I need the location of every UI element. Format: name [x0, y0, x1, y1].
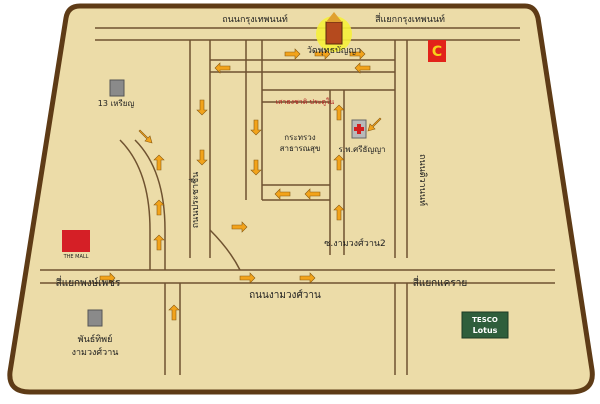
ministry-label-1: กระทรวง — [284, 133, 316, 142]
road-label-right-junction: สี่แยกแคราย — [413, 275, 467, 289]
hospital-label: ร.พ.ศรีธัญญา — [338, 145, 385, 154]
pantip-label: พันธ์ทิพย์ — [78, 333, 113, 345]
road-label-left-junction: สี่แยกพงษ์เพชร — [56, 275, 121, 289]
big-c-logo-icon[interactable]: C — [428, 40, 446, 62]
tesco-lotus-logo-icon[interactable]: TESCO Lotus — [461, 311, 509, 339]
road-label-top-right: สี่แยกกรุงเทพนนท์ — [375, 12, 445, 25]
hospital-icon[interactable] — [351, 119, 367, 139]
shop-13-label: 13 เหรียญ — [98, 99, 135, 108]
road-network — [40, 27, 555, 375]
mall-logo-icon[interactable]: THE MALL — [62, 230, 90, 260]
map-board — [7, 3, 595, 395]
pantip-sublabel: งามวงศ์วาน — [72, 346, 119, 358]
temple-label: วัดพุทธบัญญา — [307, 46, 361, 56]
svg-text:Lotus: Lotus — [473, 326, 498, 335]
pantip-building-icon[interactable] — [87, 309, 103, 327]
road-label-vertical-left: ถนนประชาชื่น — [188, 172, 201, 229]
ministry-label-2: สาธารณสุข — [280, 144, 321, 153]
road-label-top-left: ถนนกรุงเทพนนท์ — [222, 13, 288, 25]
svg-text:THE MALL: THE MALL — [63, 254, 89, 260]
svg-text:TESCO: TESCO — [472, 316, 498, 324]
route-arrows — [99, 48, 382, 321]
road-label-vertical-right: ถนนติวานนท์ — [417, 154, 429, 206]
temple-icon[interactable] — [325, 12, 343, 45]
road-label-bottom: ถนนงามวงศ์วาน — [249, 289, 321, 301]
building-icon[interactable] — [109, 79, 125, 97]
svg-text:C: C — [432, 44, 442, 60]
fuel-station-label: เสาธงชาติ ประตูใน — [276, 97, 335, 106]
road-label-soi: ซ.งามวงศ์วาน2 — [324, 237, 386, 249]
